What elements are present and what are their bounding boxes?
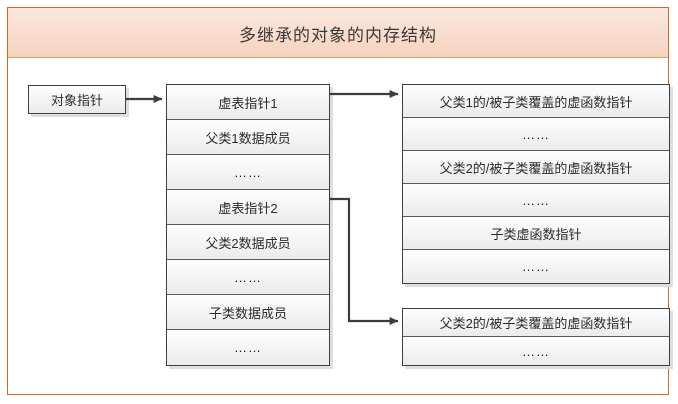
connector-vptr2-to-vtable2 — [330, 197, 399, 325]
vtable1-row-base2-virtual: 父类2的/被子类覆盖的虚函数指针 — [403, 151, 669, 184]
layout-row-vptr1: 虚表指针1 — [167, 85, 329, 120]
vtable1-row-ellipsis-2: …… — [403, 184, 669, 217]
title-banner: 多继承的对象的内存结构 — [8, 8, 668, 58]
page-title: 多继承的对象的内存结构 — [239, 26, 437, 45]
vtable1-row-derived-virtual: 子类虚函数指针 — [403, 217, 669, 250]
vtable2-row-ellipsis-1: …… — [403, 337, 669, 365]
vtable1-row-ellipsis-1: …… — [403, 118, 669, 151]
vtable1-row-base1-virtual: 父类1的/被子类覆盖的虚函数指针 — [403, 85, 669, 118]
vtable1-row-ellipsis-3: …… — [403, 250, 669, 283]
layout-row-ellipsis-1: …… — [167, 155, 329, 190]
layout-row-ellipsis-3: …… — [167, 330, 329, 365]
object-memory-layout: 虚表指针1 父类1数据成员 …… 虚表指针2 父类2数据成员 …… 子类数据成员… — [166, 84, 330, 366]
layout-row-derived-members: 子类数据成员 — [167, 295, 329, 330]
layout-row-ellipsis-2: …… — [167, 260, 329, 295]
virtual-table-2: 父类2的/被子类覆盖的虚函数指针 …… — [402, 308, 670, 366]
layout-row-vptr2: 虚表指针2 — [167, 190, 329, 225]
object-pointer-box: 对象指针 — [28, 85, 126, 114]
layout-row-base1-members: 父类1数据成员 — [167, 120, 329, 155]
vtable2-row-base2-virtual: 父类2的/被子类覆盖的虚函数指针 — [403, 309, 669, 337]
virtual-table-1: 父类1的/被子类覆盖的虚函数指针 …… 父类2的/被子类覆盖的虚函数指针 …… … — [402, 84, 670, 284]
layout-row-base2-members: 父类2数据成员 — [167, 225, 329, 260]
diagram-frame: 多继承的对象的内存结构 对象指针 虚表指针1 父类1数据成员 …… 虚表指针2 … — [7, 7, 670, 395]
